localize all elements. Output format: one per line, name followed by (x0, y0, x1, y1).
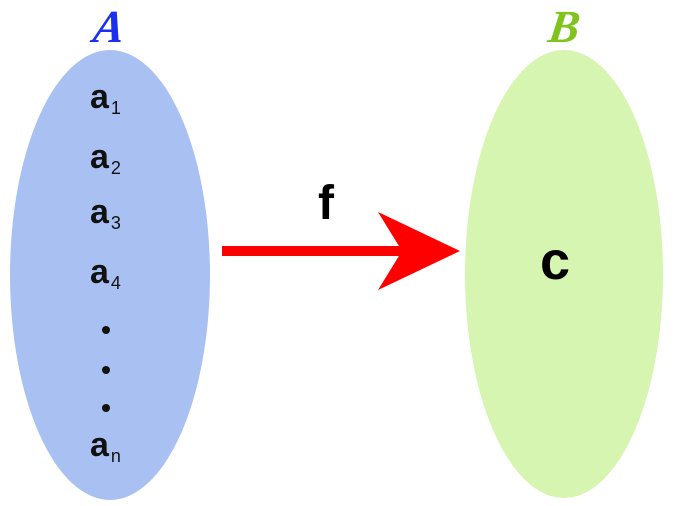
ellipsis-dot (102, 404, 110, 412)
arrow-shaft (222, 246, 420, 256)
function-label: f (318, 177, 334, 230)
set-a-oval (10, 50, 210, 500)
element-c: c (540, 231, 571, 291)
ellipsis-dot (102, 366, 110, 374)
ellipsis-dot (102, 326, 110, 334)
arrow-head (378, 212, 460, 290)
set-b-oval (465, 50, 663, 498)
